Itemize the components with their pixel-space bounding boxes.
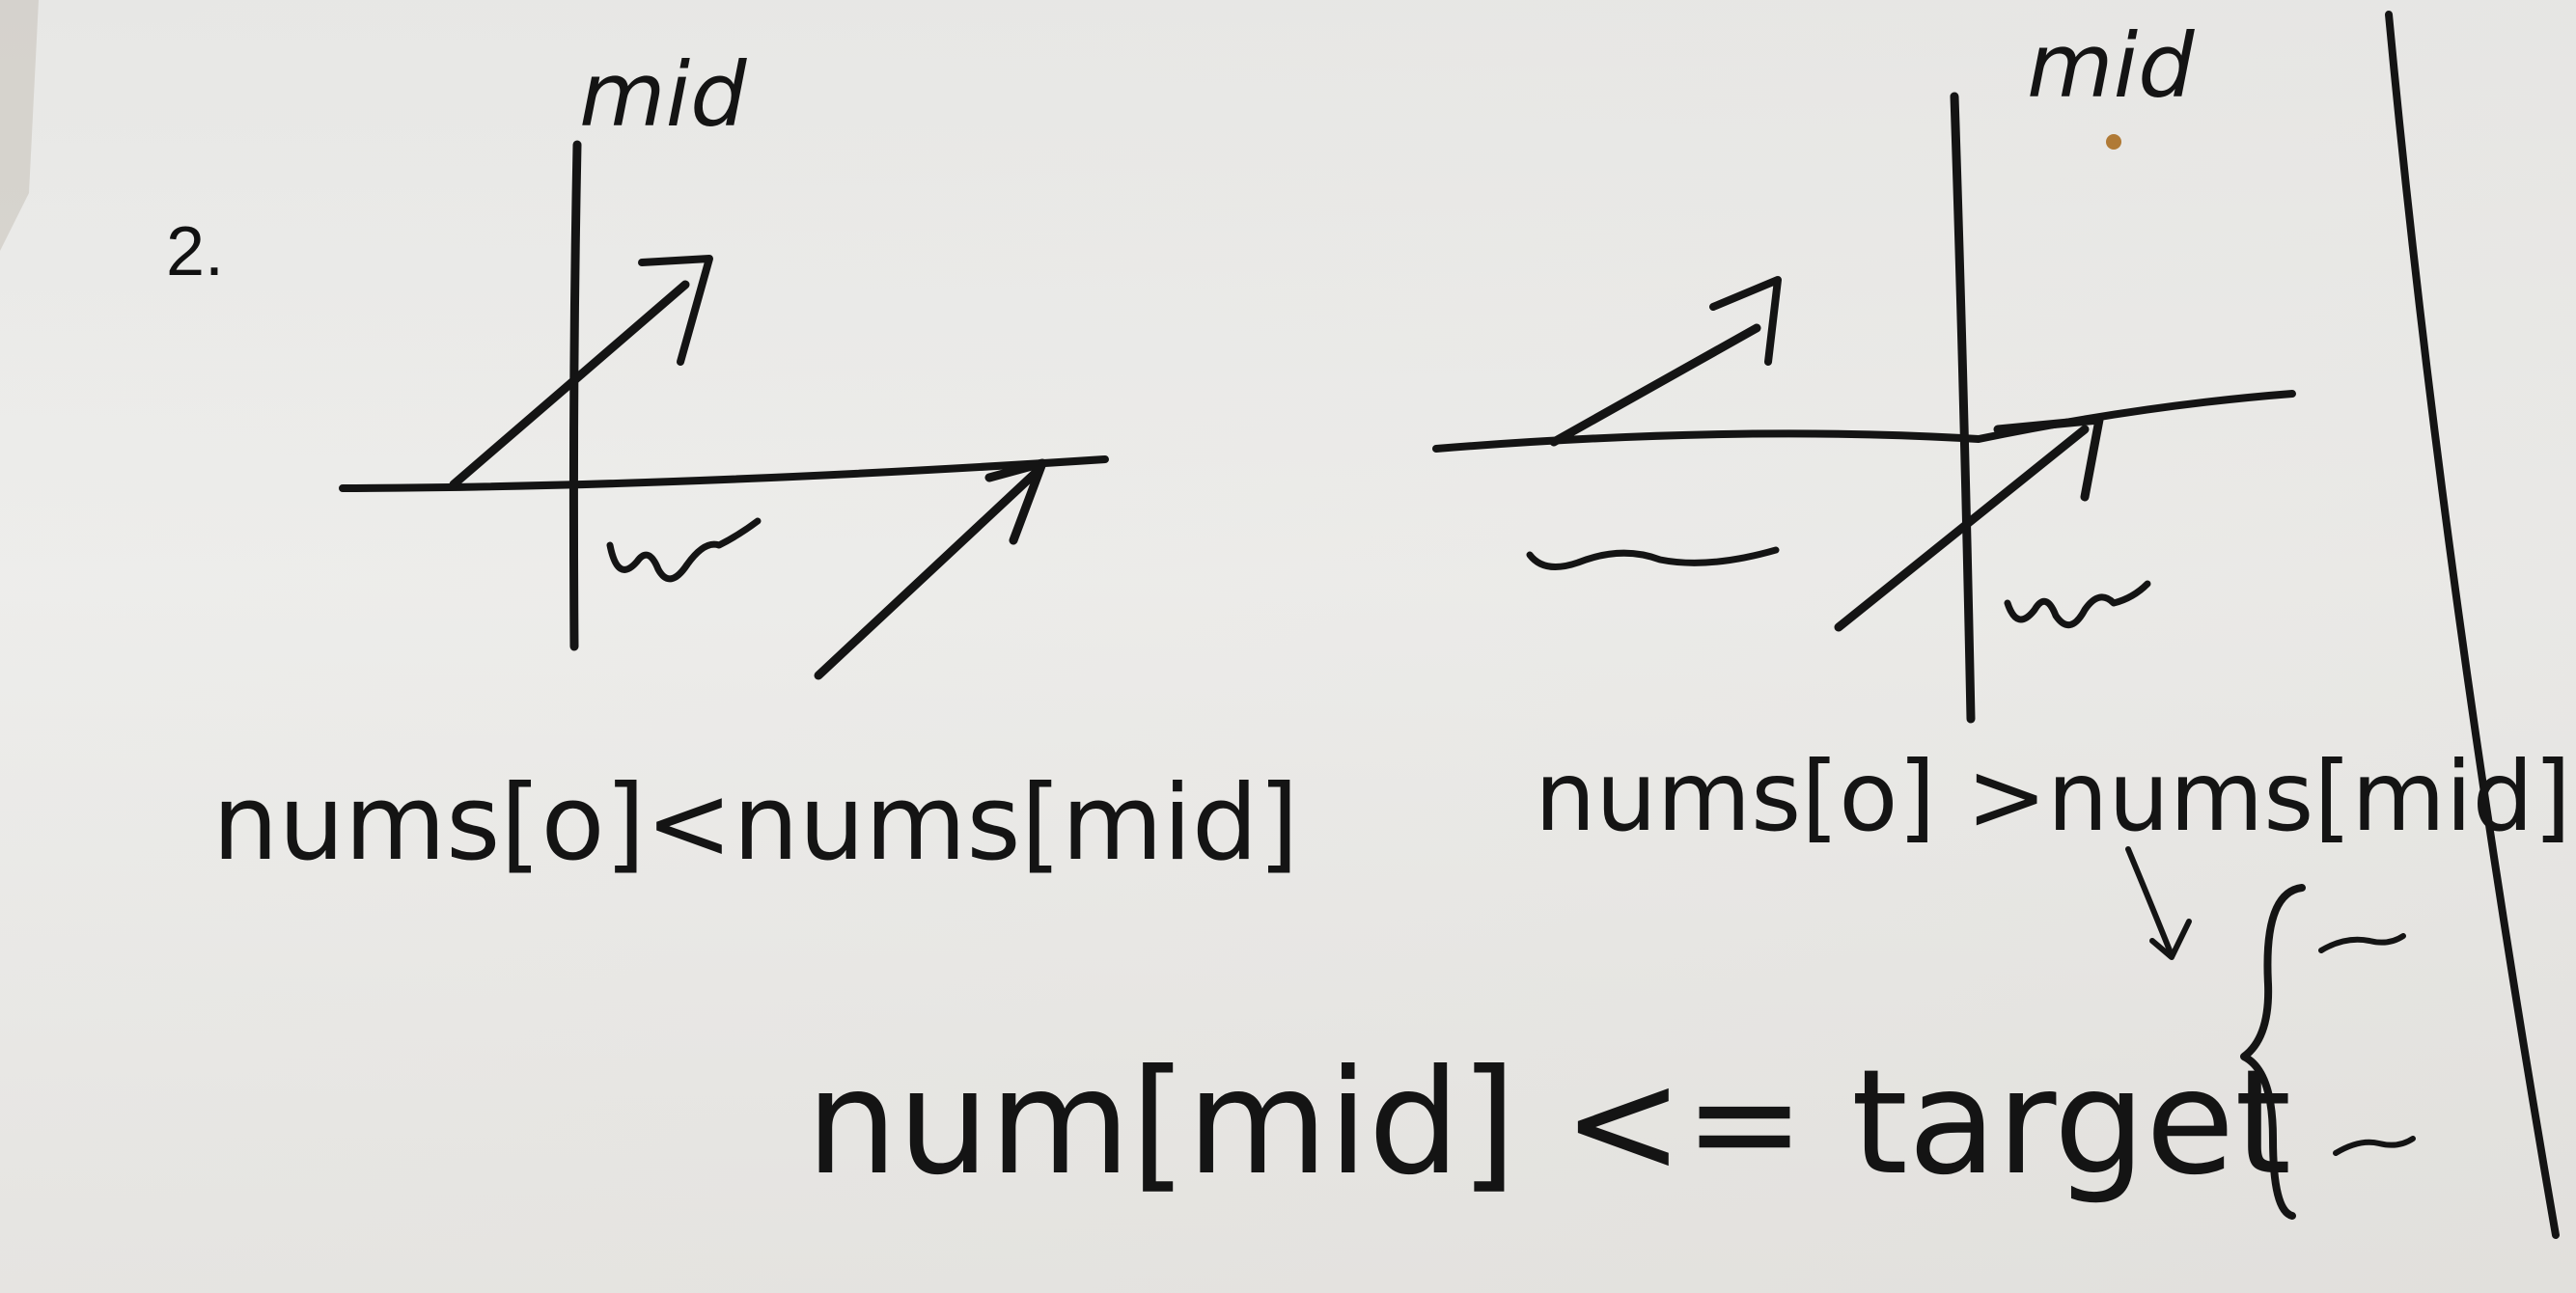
squiggle-1	[606, 517, 762, 583]
rising-segment-arrow-1	[449, 280, 690, 489]
ink-spot	[2106, 134, 2121, 150]
mid-label-1: mid	[579, 43, 747, 147]
baseline-1	[339, 455, 1109, 492]
down-arrow-stroke	[2125, 846, 2174, 958]
condition-1: nums[o]<nums[mid]	[212, 763, 1299, 884]
condition-2: nums[o] >nums[mid]	[1535, 740, 2571, 853]
down-arrow-head	[2149, 919, 2192, 960]
arrowhead-2b	[1993, 415, 2104, 502]
arrowhead-1b	[984, 458, 1047, 545]
paper-corner-shadow	[0, 0, 39, 251]
diagram-rotated: mid nums[o] >nums[mid]	[1432, 14, 2571, 853]
brace-case-2	[2333, 1136, 2416, 1156]
bottom-condition: num[mid] <= target	[806, 1039, 2291, 1207]
squiggle-2a	[1526, 546, 1780, 570]
item-number: 2.	[166, 213, 224, 290]
squiggle-2b	[2004, 580, 2151, 628]
rising-segment-arrow-4	[1834, 425, 2090, 632]
curly-brace	[2240, 884, 2306, 1220]
mid-axis-2	[1950, 92, 1976, 724]
rising-segment-arrow-2	[814, 466, 1042, 680]
mid-label-2: mid	[2027, 14, 2195, 118]
rising-segment-arrow-3	[1549, 323, 1761, 447]
mid-axis-1	[568, 140, 582, 651]
arrowhead-1a	[638, 255, 713, 366]
margin-line	[2385, 11, 2560, 1239]
baseline-2	[1432, 390, 2296, 453]
diagram-ascending: mid nums[o]<nums[mid]	[212, 43, 1299, 884]
brace-case-1	[2318, 933, 2406, 953]
arrowhead-2a	[1709, 276, 1782, 366]
